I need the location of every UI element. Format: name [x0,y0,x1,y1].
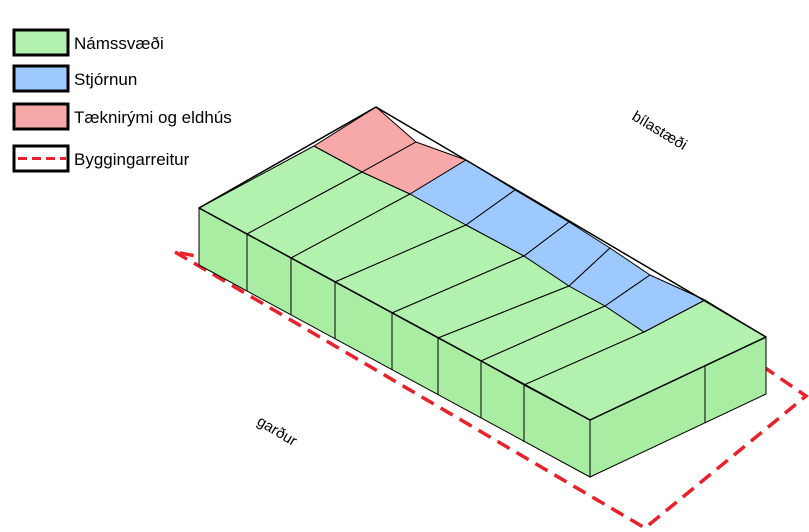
legend-label-study-area: Námssvæði [74,34,164,53]
building-boundary-outline [174,250,809,531]
legend-swatch-technical-kitchen [12,102,70,131]
building-top-outline [198,106,767,421]
legend-label-building-boundary: Byggingarreitur [74,150,190,169]
building-block [198,106,767,478]
legend-item-technical-kitchen: Tæknirými og eldhús [12,102,232,131]
legend-item-study-area: Námssvæði [12,28,164,57]
legend-swatch-study-area [12,28,70,57]
parking-label: bílastæði [629,108,690,154]
garden-label: garður [254,413,300,450]
legend-item-building-boundary: Byggingarreitur [12,144,190,173]
legend-label-administration: Stjórnun [74,70,137,89]
legend-item-administration: Stjórnun [12,64,137,93]
legend-label-technical-kitchen: Tæknirými og eldhús [74,108,232,127]
legend: Námssvæði Stjórnun Tæknirými og eldhús B… [12,28,232,173]
administration-top-5 [604,274,706,333]
legend-swatch-administration [12,64,70,93]
